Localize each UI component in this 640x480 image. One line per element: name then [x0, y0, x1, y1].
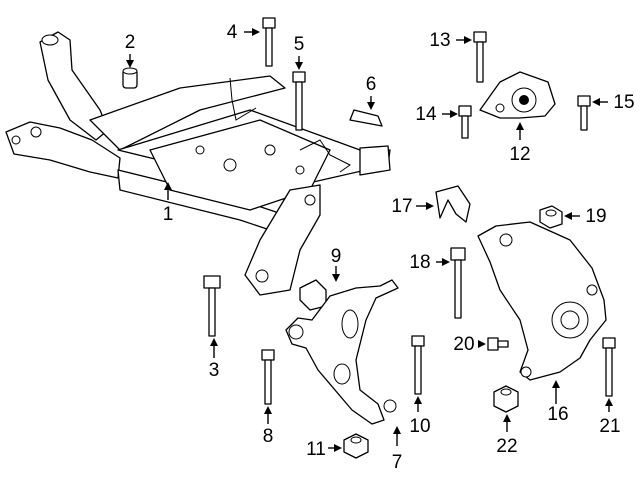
callout-6: 6: [366, 74, 377, 95]
bolt-18: [450, 247, 466, 319]
bolt-4: [262, 17, 276, 67]
callout-18: 18: [409, 252, 430, 273]
callout-3: 3: [209, 360, 220, 381]
bolt-20: [487, 337, 509, 351]
callout-19: 19: [585, 206, 606, 227]
bushing: [122, 67, 138, 89]
callout-12: 12: [509, 144, 530, 165]
leader-lines: [126, 28, 613, 452]
callout-9: 9: [331, 246, 342, 267]
callout-2: 2: [125, 32, 136, 53]
callout-5: 5: [294, 34, 305, 55]
mount-bracket: [479, 71, 556, 119]
callout-13: 13: [429, 30, 450, 51]
callout-labels: 1 2 3 4 5 6 7 8 9 10 11 12 13 14 15 16 1…: [125, 22, 635, 473]
nut-11: [343, 433, 369, 459]
callout-17: 17: [391, 196, 412, 217]
bolt-8: [261, 349, 275, 405]
bracket-6: [349, 109, 383, 127]
bolt-3: [203, 275, 221, 337]
callout-21: 21: [599, 416, 620, 437]
callout-4: 4: [227, 22, 238, 43]
front-subframe: [5, 31, 391, 296]
bolt-21: [602, 337, 616, 397]
bolt-10: [411, 335, 425, 395]
lower-control-arm: [285, 279, 399, 425]
bolt-14: [458, 105, 472, 139]
callout-15: 15: [613, 92, 634, 113]
bolt-13: [473, 31, 487, 83]
steering-knuckle: [477, 221, 607, 381]
callout-11: 11: [306, 439, 326, 460]
nut-19: [539, 205, 563, 229]
nut-22: [493, 385, 519, 413]
callout-16: 16: [547, 404, 568, 425]
clip-17: [435, 185, 471, 223]
bolt-5: [292, 71, 306, 131]
bolt-15: [577, 95, 591, 131]
callout-7: 7: [392, 452, 403, 473]
callout-20: 20: [453, 334, 474, 355]
callout-8: 8: [263, 426, 274, 447]
callout-10: 10: [409, 416, 430, 437]
callout-22: 22: [496, 436, 517, 457]
callout-14: 14: [415, 104, 437, 125]
callout-1: 1: [163, 204, 174, 225]
